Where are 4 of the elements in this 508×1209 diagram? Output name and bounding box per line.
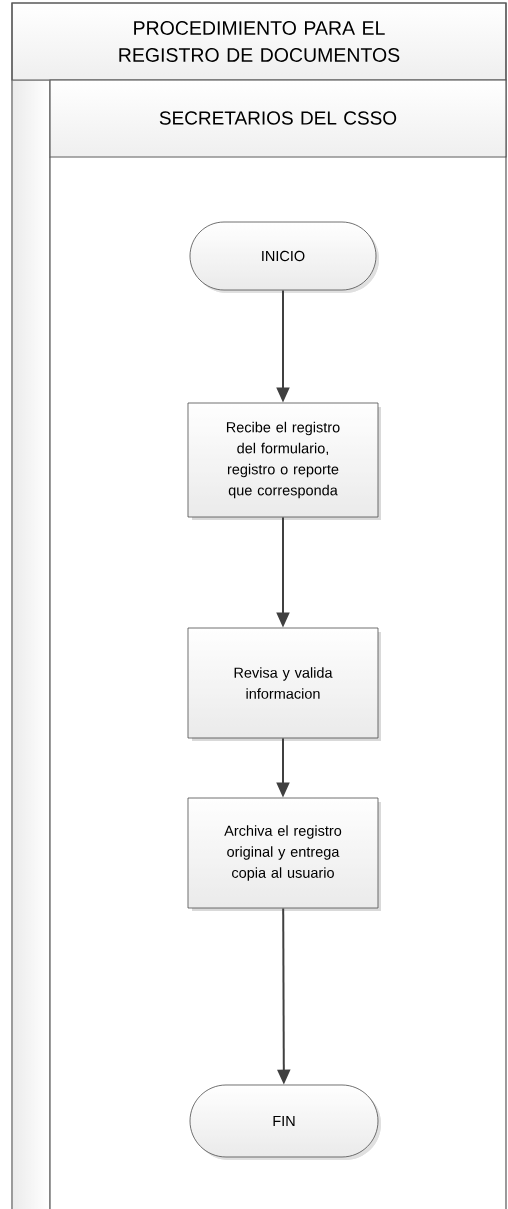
node-label: SECRETARIOS DEL CSSO <box>159 111 397 125</box>
process-box: Revisa y valida informacion <box>187 627 381 741</box>
process-box: Recibe el registro del formulario, registro o reporte que corresponda <box>187 402 381 520</box>
process-box: Archiva el registro original y entrega copia al usuario <box>187 797 381 911</box>
